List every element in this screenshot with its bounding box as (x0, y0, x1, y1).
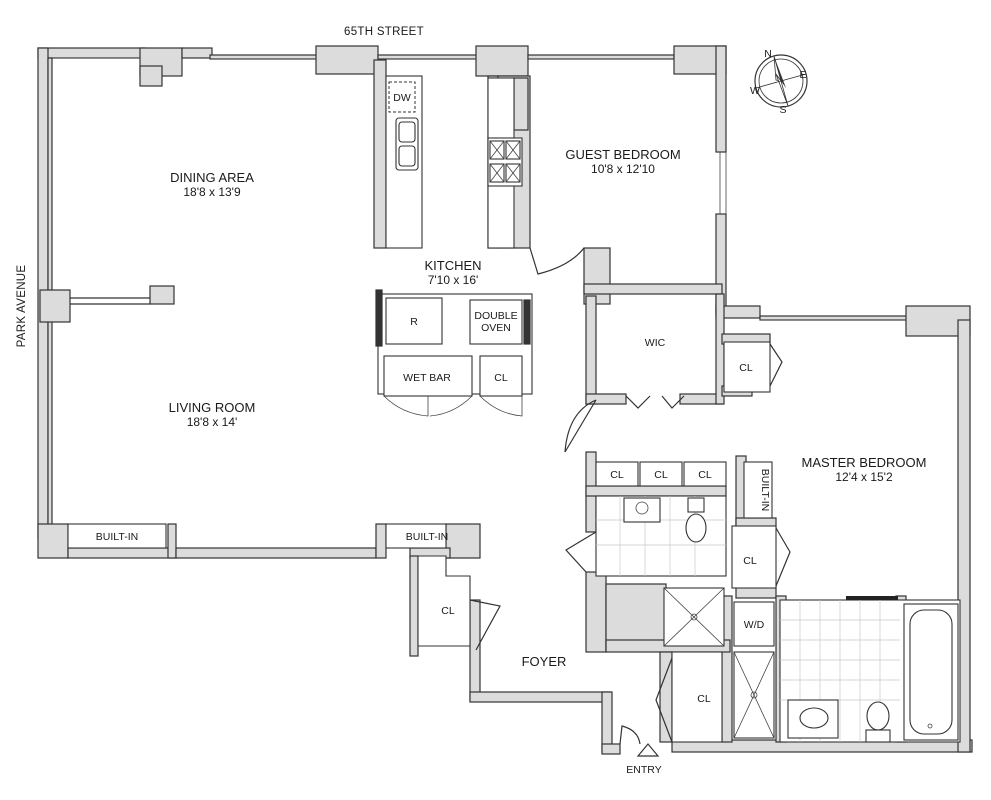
corridor-closet-label-1: CL (610, 469, 624, 481)
foyer-label: FOYER (522, 654, 567, 669)
corridor-closet-label-2: CL (654, 469, 668, 481)
dining-area-dims: 18'8 x 13'9 (183, 185, 241, 199)
entry-label: ENTRY (626, 764, 661, 776)
double-oven-label-1: DOUBLE (474, 310, 517, 322)
built-in-label-master: BUILT-IN (759, 469, 771, 511)
master-bedroom-label: MASTER BEDROOM (802, 455, 927, 470)
refrigerator (385, 297, 443, 345)
bar-closet-label: CL (494, 372, 508, 384)
kitchen-dims: 7'10 x 16' (428, 273, 479, 287)
living-room-dims: 18'8 x 14' (187, 415, 238, 429)
street-label-west: PARK AVENUE (16, 265, 28, 348)
double-oven-label-2: OVEN (481, 322, 511, 334)
wet-bar-label: WET BAR (403, 372, 451, 384)
compass-icon (754, 54, 808, 108)
cooktop (487, 137, 523, 187)
door-swings (469, 247, 791, 745)
dining-area-label: DINING AREA (170, 170, 254, 185)
kitchen-fixtures (375, 75, 533, 417)
perimeter-walls (37, 45, 973, 755)
living-room-label: LIVING ROOM (169, 400, 256, 415)
dw-label: DW (393, 92, 411, 104)
kitchen-label: KITCHEN (424, 258, 481, 273)
compass-s-label: S (779, 104, 786, 116)
compass-e-label: E (799, 69, 806, 81)
foyer-closet-label: CL (441, 605, 455, 617)
street-label-north: 65TH STREET (344, 26, 424, 38)
double-oven (469, 299, 523, 345)
windows (52, 57, 906, 321)
wet-bar (383, 355, 473, 397)
washer-dryer-label: W/D (744, 619, 765, 631)
foyer-closet (417, 555, 471, 647)
entry-arrow-icon (636, 743, 660, 757)
guest-bedroom-dims: 10'8 x 12'10 (591, 162, 655, 176)
corridor-closets (595, 341, 777, 743)
hall-bathroom (595, 495, 727, 647)
refrigerator-label: R (410, 316, 418, 328)
foyer-closet-label-2: CL (697, 693, 711, 705)
washer-dryer (733, 601, 775, 647)
compass-n-label: N (764, 48, 772, 60)
master-closet-label-2: CL (743, 555, 757, 567)
master-bedroom-dims: 12'4 x 15'2 (835, 470, 893, 484)
wic-label: WIC (645, 337, 666, 349)
built-in-label-west: BUILT-IN (96, 531, 138, 543)
bar-closet (479, 355, 523, 397)
master-bathroom (733, 596, 961, 743)
dishwasher (388, 81, 416, 113)
master-closet-label-1: CL (739, 362, 753, 374)
corridor-closet-label-3: CL (698, 469, 712, 481)
guest-bedroom-label: GUEST BEDROOM (565, 147, 680, 162)
compass-w-label: W (750, 85, 760, 97)
built-in-living-west (67, 523, 167, 549)
built-in-living-east (385, 523, 447, 549)
built-in-label-east: BUILT-IN (406, 531, 448, 543)
